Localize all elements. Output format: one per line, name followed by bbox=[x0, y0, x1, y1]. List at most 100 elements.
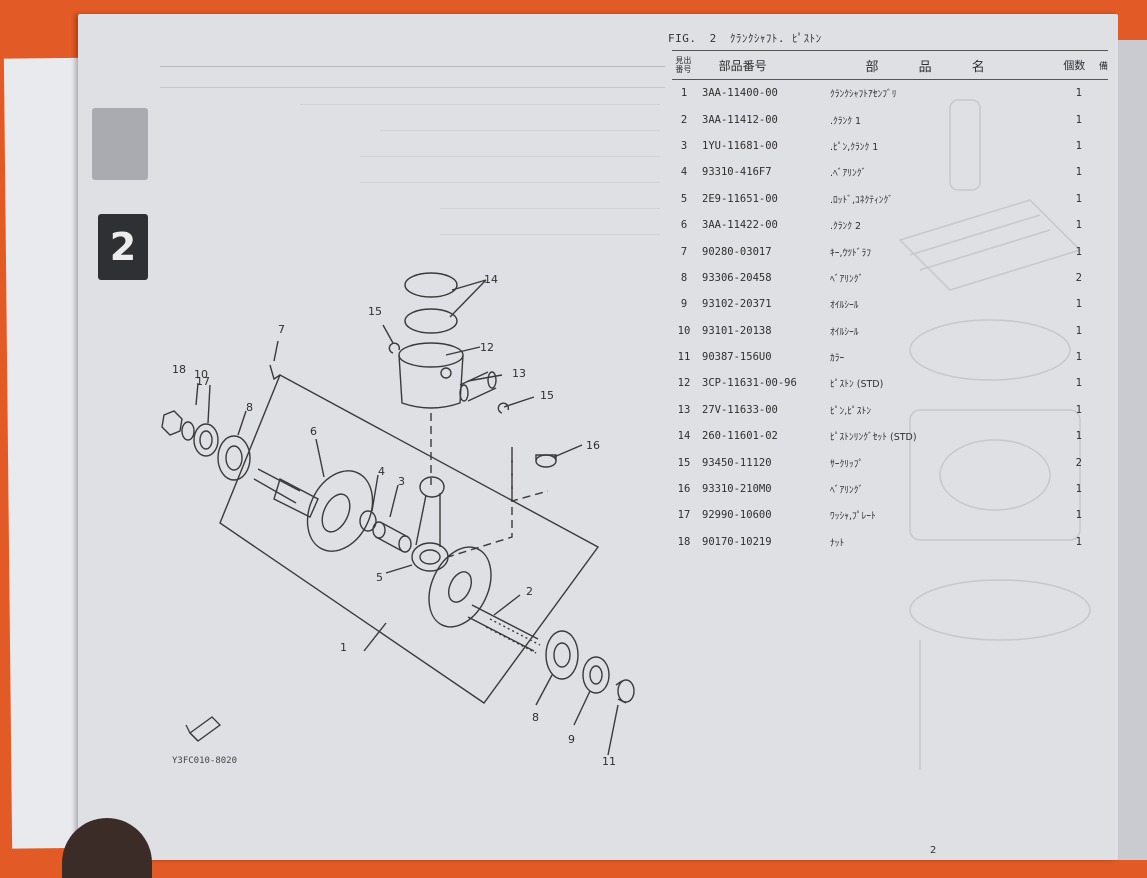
callout-number: 9 bbox=[568, 733, 575, 746]
ghost-line bbox=[440, 208, 660, 209]
piston bbox=[398, 342, 464, 409]
row-part-name: ﾋﾟﾝ,ﾋﾟｽﾄﾝ bbox=[830, 405, 872, 417]
oil-seal-right bbox=[582, 656, 610, 694]
row-part-no: 3CP-11631-00-96 bbox=[702, 377, 797, 390]
row-part-no: 3AA-11422-00 bbox=[702, 219, 778, 232]
callout-number: 1 bbox=[340, 641, 347, 654]
parts-table-header: 見出番号 部品番号 部 品 名 個数 備 bbox=[672, 50, 1108, 80]
figure-name: ｸﾗﾝｸｼｬﾌﾄ. ﾋﾟｽﾄﾝ bbox=[729, 32, 822, 45]
row-part-no: 90280-03017 bbox=[702, 245, 772, 258]
manual-page bbox=[78, 14, 1118, 860]
ghost-line bbox=[440, 234, 660, 235]
header-remarks: 備 bbox=[1098, 61, 1108, 72]
callout-number: 12 bbox=[480, 341, 494, 354]
row-qty: 1 bbox=[1075, 192, 1082, 205]
figure-number: 2 bbox=[709, 32, 717, 45]
row-part-name: .ﾛｯﾄﾞ,ｺﾈｸﾃｨﾝｸﾞ bbox=[830, 194, 894, 206]
piston-pin bbox=[459, 371, 497, 402]
row-ref: 15 bbox=[677, 456, 691, 469]
row-qty: 1 bbox=[1075, 87, 1082, 100]
row-ref: 12 bbox=[677, 377, 691, 390]
table-row: 18 90170-10219 ﾅｯﾄ 1 bbox=[672, 529, 1108, 555]
callout-number: 4 bbox=[378, 465, 385, 478]
callout-number: 8 bbox=[246, 401, 253, 414]
header-name: 部 品 名 bbox=[865, 59, 1003, 75]
drawing-code: Y3FC010-8020 bbox=[172, 756, 238, 766]
callout-number: 3 bbox=[398, 475, 405, 488]
ghost-header bbox=[160, 66, 665, 88]
row-part-name: ﾋﾟｽﾄﾝﾘﾝｸﾞｾｯﾄ (STD) bbox=[830, 432, 917, 444]
row-qty: 1 bbox=[1075, 535, 1082, 548]
row-part-name: ｵｲﾙｼｰﾙ bbox=[830, 326, 859, 338]
row-part-no: 1YU-11681-00 bbox=[702, 139, 778, 152]
row-ref: 8 bbox=[680, 271, 688, 284]
row-qty: 1 bbox=[1075, 139, 1082, 152]
row-part-name: ｻｰｸﾘｯﾌﾟ bbox=[830, 458, 864, 470]
row-part-name: ｸﾗﾝｸｼｬﾌﾄｱｾﾝﾌﾞﾘ bbox=[830, 89, 897, 101]
row-ref: 16 bbox=[677, 483, 691, 496]
row-qty: 1 bbox=[1075, 298, 1082, 311]
header-qty: 個数 bbox=[1063, 59, 1086, 72]
row-ref: 18 bbox=[677, 535, 691, 548]
row-qty: 1 bbox=[1075, 166, 1082, 179]
row-qty: 1 bbox=[1075, 113, 1082, 126]
row-part-no: 27V-11633-00 bbox=[702, 403, 778, 416]
callout-number: 14 bbox=[484, 273, 498, 286]
row-ref: 4 bbox=[680, 166, 688, 179]
row-part-no: 260-11601-02 bbox=[702, 430, 778, 443]
row-ref: 11 bbox=[677, 351, 691, 364]
figure-label: FIG. bbox=[668, 32, 697, 45]
row-part-name: ﾍﾞｱﾘﾝｸﾞ bbox=[830, 485, 864, 497]
row-ref: 5 bbox=[680, 192, 688, 205]
crank-pin bbox=[372, 521, 412, 553]
ghost-line bbox=[300, 104, 660, 105]
small-end-bearing bbox=[535, 454, 557, 468]
callout-number: 10 bbox=[194, 368, 208, 381]
circlip-left bbox=[388, 342, 401, 354]
washer bbox=[181, 421, 195, 441]
row-ref: 14 bbox=[677, 430, 691, 443]
row-ref: 6 bbox=[680, 219, 688, 232]
collar bbox=[615, 679, 635, 704]
row-part-no: 90170-10219 bbox=[702, 535, 772, 548]
row-qty: 1 bbox=[1075, 403, 1082, 416]
piston-ring-second bbox=[404, 308, 458, 334]
oil-seal-left bbox=[193, 423, 219, 457]
row-qty: 2 bbox=[1075, 456, 1082, 469]
section-tab-gray bbox=[92, 108, 148, 180]
woodruff-key bbox=[269, 364, 281, 381]
row-part-no: 92990-10600 bbox=[702, 509, 772, 522]
callout-number: 17 bbox=[196, 375, 210, 388]
row-qty: 1 bbox=[1075, 245, 1082, 258]
callout-number: 11 bbox=[602, 755, 616, 768]
row-part-name: .ﾋﾟﾝ,ｸﾗﾝｸ 1 bbox=[830, 141, 879, 153]
row-part-name: ﾅｯﾄ bbox=[830, 537, 845, 549]
row-qty: 1 bbox=[1075, 377, 1082, 390]
callout-number: 16 bbox=[586, 439, 600, 452]
row-qty: 2 bbox=[1075, 271, 1082, 284]
callout-number: 2 bbox=[526, 585, 533, 598]
row-ref: 9 bbox=[680, 298, 688, 311]
callout-number: 5 bbox=[376, 571, 383, 584]
section-tab-number: 2 bbox=[98, 214, 148, 280]
row-part-no: 2E9-11651-00 bbox=[702, 192, 778, 205]
ghost-cylinder-drawing bbox=[898, 99, 1091, 770]
big-end-bearing bbox=[359, 510, 377, 532]
callout-number: 8 bbox=[532, 711, 539, 724]
row-part-no: 93102-20371 bbox=[702, 298, 772, 311]
